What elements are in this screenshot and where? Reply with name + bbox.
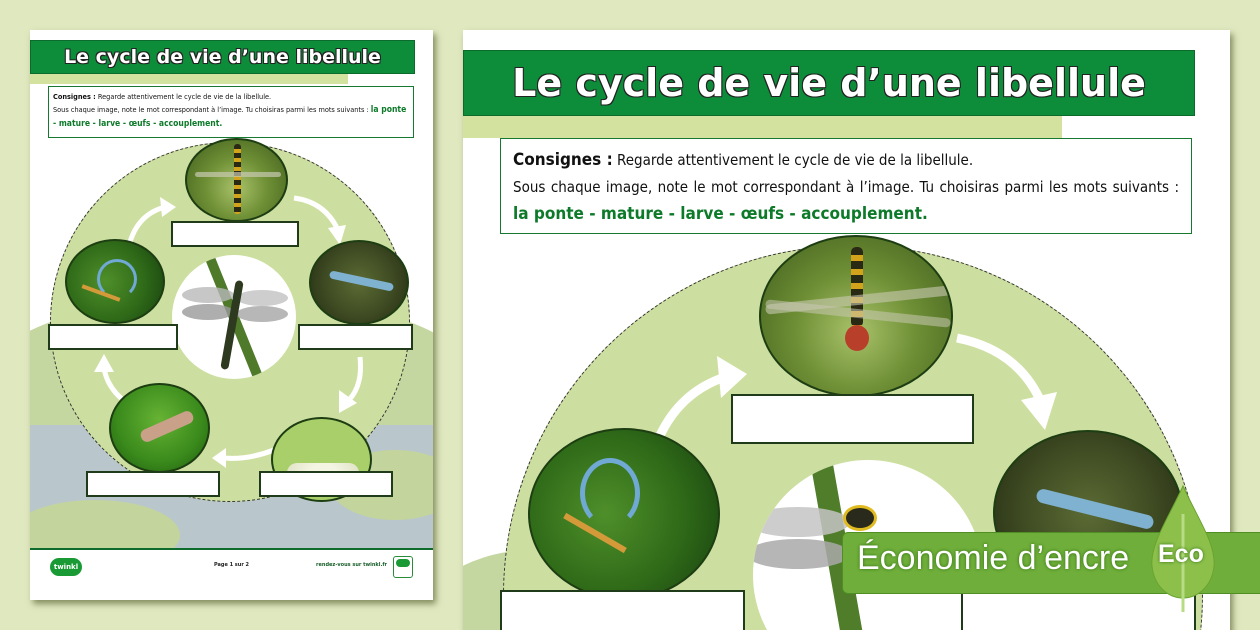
arrow-icon bbox=[956, 333, 1057, 430]
eco-badge: Eco bbox=[1158, 540, 1204, 568]
arrow-icon bbox=[212, 447, 275, 468]
twinkl-logo: twinkl bbox=[50, 558, 82, 576]
stage-image-mating bbox=[65, 239, 165, 324]
answer-box-4[interactable] bbox=[86, 471, 220, 497]
stage-image-mature bbox=[759, 235, 953, 397]
instructions-label: Consignes : bbox=[53, 92, 96, 101]
word-list: la ponte - mature - larve - œufs - accou… bbox=[513, 204, 928, 224]
answer-box-1[interactable] bbox=[731, 394, 974, 444]
leaf-icon bbox=[1151, 484, 1215, 612]
page-title: Le cycle de vie d’une libellule bbox=[463, 50, 1195, 116]
dragonfly-wings-icon bbox=[182, 287, 288, 322]
arrow-icon bbox=[293, 195, 346, 245]
instructions-line2: Sous chaque image, note le mot correspon… bbox=[53, 105, 369, 114]
instructions-box: Consignes : Regarde attentivement le cyc… bbox=[48, 86, 414, 138]
instructions-line1: Regarde attentivement le cycle de vie de… bbox=[97, 92, 272, 101]
instructions-line2: Sous chaque image, note le mot correspon… bbox=[513, 178, 1179, 196]
stage-image-laying bbox=[309, 240, 409, 325]
worksheet-preview-large: Le cycle de vie d’une libellule Consigne… bbox=[463, 30, 1230, 630]
stage-image-mature bbox=[185, 138, 288, 222]
page-footer: twinkl Page 1 sur 2 rendez-vous sur twin… bbox=[30, 548, 433, 600]
dragonfly-head bbox=[843, 505, 877, 531]
answer-box-2[interactable] bbox=[298, 324, 413, 350]
answer-box-1[interactable] bbox=[171, 221, 299, 247]
word-list: la ponte - mature - larve - œufs - accou… bbox=[53, 105, 407, 129]
page-number: Page 1 sur 2 bbox=[213, 562, 250, 568]
answer-box-5[interactable] bbox=[48, 324, 178, 350]
answer-box-3[interactable] bbox=[259, 471, 393, 497]
stage-image-mating bbox=[528, 428, 720, 600]
instructions-box: Consignes : Regarde attentivement le cyc… bbox=[500, 138, 1192, 234]
website-link[interactable]: rendez-vous sur twinkl.fr bbox=[316, 562, 387, 568]
stage-image-larva bbox=[109, 383, 210, 473]
answer-box-2[interactable] bbox=[961, 590, 1196, 630]
answer-box-5[interactable] bbox=[500, 590, 745, 630]
arrow-icon bbox=[339, 356, 363, 413]
worksheet-preview-small: Le cycle de vie d’une libellule Consigne… bbox=[30, 30, 433, 600]
title-underbar bbox=[463, 116, 1062, 138]
center-dragonfly-image bbox=[172, 255, 296, 379]
dragonfly-wings-icon bbox=[753, 507, 850, 569]
eco-banner-text: Économie d’encre bbox=[857, 539, 1130, 577]
instructions-label: Consignes : bbox=[513, 150, 613, 170]
page-title: Le cycle de vie d’une libellule bbox=[30, 40, 415, 74]
title-underbar bbox=[30, 74, 348, 84]
instructions-line1: Regarde attentivement le cycle de vie de… bbox=[617, 151, 974, 169]
quality-badge-icon bbox=[393, 556, 413, 578]
